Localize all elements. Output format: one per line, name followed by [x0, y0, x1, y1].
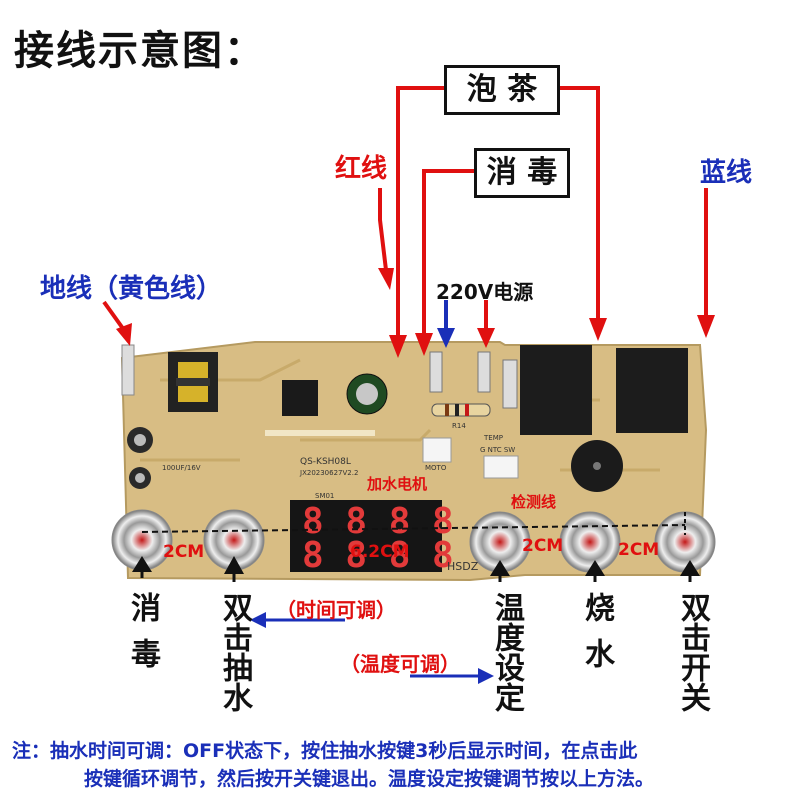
motor-connector	[422, 437, 452, 463]
board-hsdz-label: HSDZ	[447, 560, 479, 573]
red-arrowheads	[116, 268, 715, 358]
power-label: 220V电源	[436, 280, 534, 304]
button-label-pump: 双击抽水	[214, 592, 254, 712]
button-label-pump-text: 双击抽水	[217, 592, 252, 712]
spacing-mark-3: 2CM	[618, 540, 659, 560]
detect-line-label: 检测线	[511, 493, 556, 511]
power-terminal	[429, 351, 443, 393]
button-label-power-text: 双击开关	[675, 592, 710, 712]
water-motor-label: 加水电机	[366, 475, 427, 493]
spacing-mark-2: 2CM	[522, 536, 563, 556]
resistor	[431, 403, 491, 417]
board-cap-label: 100UF/16V	[162, 464, 201, 472]
relay-2	[616, 348, 688, 433]
display-dimension-label: 6.2CM	[350, 542, 410, 562]
button-label-sterilize-text: 消毒	[125, 592, 160, 684]
button-pointer-heads	[132, 556, 700, 576]
digit-row-2: 8 8 8 8	[302, 535, 454, 576]
note-line-1: 注：抽水时间可调：OFF状态下，按住抽水按键3秒后显示时间，在点击此	[12, 740, 638, 762]
button-label-power: 双击开关	[672, 592, 712, 712]
relay-1	[520, 345, 592, 435]
board-ntc-label: G NTC SW	[480, 446, 515, 454]
board-r-label: R14	[452, 422, 466, 430]
tea-box: 泡 茶	[444, 65, 560, 115]
display-digits: 8 8 8 8 8 8 8 8	[302, 501, 454, 576]
button-label-sterilize: 消毒	[122, 592, 162, 684]
digit-row-1: 8 8 8 8	[302, 501, 454, 542]
led-display	[290, 500, 442, 572]
spacing-mark-1: 2CM	[163, 542, 204, 562]
board-sm-label: SM01	[315, 492, 334, 500]
coil-button-4	[559, 511, 621, 573]
button-label-boil-text: 烧水	[579, 592, 614, 684]
red-wire-arrows	[102, 86, 708, 340]
sterilize-box: 消 毒	[474, 148, 570, 198]
sensor-connector	[483, 455, 519, 479]
board-model-sub-label: JX20230627V2.2	[299, 469, 358, 477]
board-moto-label: MOTO	[425, 464, 447, 472]
board-temp-label: TEMP	[483, 434, 503, 442]
page-title: 接线示意图：	[14, 28, 266, 74]
button-label-temp-set-text: 温度设定	[489, 592, 524, 712]
red-wire-label: 红线	[335, 154, 388, 184]
blue-wire-label: 蓝线	[700, 158, 753, 188]
measure-line	[141, 524, 686, 533]
button-label-boil: 烧水	[576, 592, 616, 684]
time-adjustable-hint: （时间可调）	[276, 598, 396, 622]
button-label-temp-set: 温度设定	[486, 592, 526, 712]
temp-adjustable-hint: （温度可调）	[340, 652, 460, 676]
board-model-label: QS-KSH08L	[300, 457, 351, 467]
ground-wire-label: 地线（黄色线）	[40, 274, 223, 304]
note-line-2: 按键循环调节，然后按开关键退出。温度设定按键调节按以上方法。	[84, 768, 655, 790]
ic-chip	[282, 380, 318, 416]
ground-terminal	[121, 344, 135, 396]
